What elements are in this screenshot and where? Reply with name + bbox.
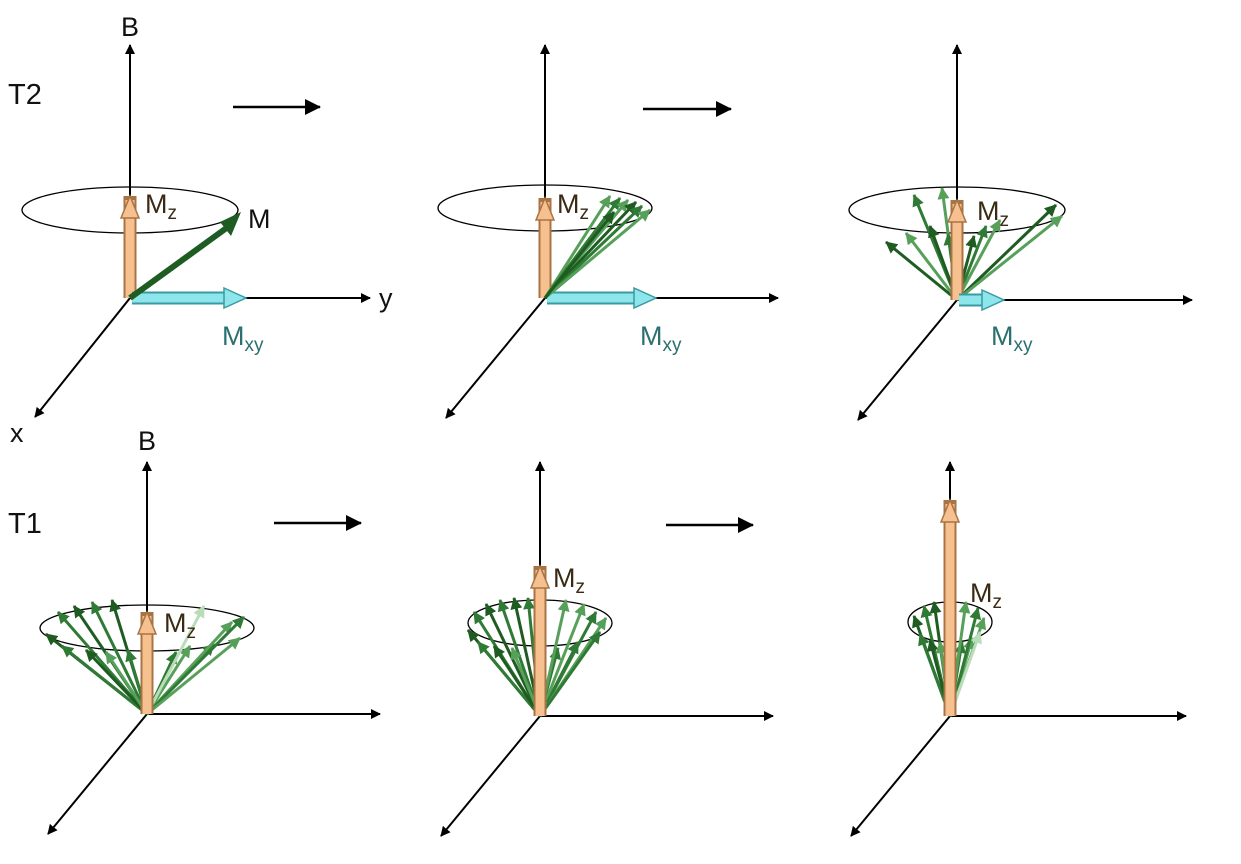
axis-x bbox=[47, 713, 148, 835]
mxy-label: Mxy bbox=[991, 321, 1033, 356]
axis-x bbox=[850, 715, 951, 837]
m-vector bbox=[128, 221, 234, 301]
axis-x bbox=[857, 299, 958, 421]
progression-arrows bbox=[233, 99, 754, 533]
axis-x bbox=[34, 297, 131, 418]
axis-x bbox=[445, 297, 546, 419]
mz-label: Mz bbox=[553, 563, 585, 598]
row-label-t2: T2 bbox=[8, 79, 42, 111]
mz-label: Mz bbox=[970, 578, 1002, 613]
t2-panel-2: Mz Mxy bbox=[437, 44, 779, 419]
mz-label: Mz bbox=[145, 189, 177, 224]
axis-x bbox=[440, 715, 541, 837]
mxy-label: Mxy bbox=[222, 321, 264, 356]
axis-y-label: y bbox=[379, 283, 393, 313]
t1-panel-1: B Mz bbox=[39, 426, 381, 835]
mxy-label: Mxy bbox=[640, 321, 682, 356]
t2-panel-3: Mz Mxy bbox=[848, 44, 1193, 421]
t2-panel-1: B y x M Mz Mxy bbox=[10, 12, 393, 448]
row-label-t1: T1 bbox=[8, 508, 42, 540]
dephasing-spins bbox=[543, 195, 651, 300]
m-label: M bbox=[248, 204, 271, 234]
axis-b-label: B bbox=[121, 12, 139, 42]
t1-panel-3: Mz bbox=[850, 461, 1187, 837]
dephasing-spins bbox=[885, 187, 1063, 302]
relaxing-spins bbox=[45, 599, 246, 716]
axis-x-label: x bbox=[10, 418, 24, 448]
mz-label: Mz bbox=[164, 608, 196, 643]
mz-label: Mz bbox=[977, 196, 1009, 231]
t1-panel-2: Mz bbox=[440, 461, 774, 837]
axis-b-label: B bbox=[138, 426, 156, 456]
mz-label: Mz bbox=[557, 189, 589, 224]
